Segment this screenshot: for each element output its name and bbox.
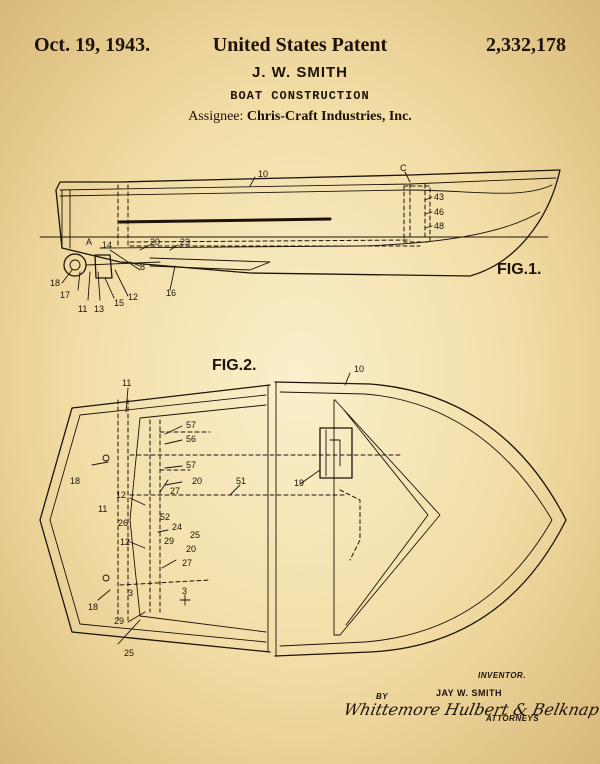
ref-fig1: 18 bbox=[50, 278, 60, 288]
ref-fig2: 52 bbox=[160, 512, 170, 522]
ref-fig2: 56 bbox=[186, 434, 196, 444]
fitting-cleat bbox=[102, 574, 110, 582]
bracket-19 bbox=[319, 427, 353, 479]
tank-dashed bbox=[403, 185, 431, 243]
patent-title: United States Patent bbox=[212, 34, 388, 56]
patent-number: 2,332,178 bbox=[486, 34, 566, 56]
ref-fig1: 15 bbox=[114, 298, 124, 308]
rub-rail bbox=[118, 217, 332, 224]
plan-foredeck bbox=[333, 399, 441, 636]
shaft-strut bbox=[85, 249, 161, 271]
attorney-signature: Whittemore Hulbert & Belknap bbox=[341, 700, 600, 719]
ref-fig2: 3 bbox=[128, 588, 133, 598]
chine-line bbox=[99, 211, 541, 249]
figure-1-label: FIG.1. bbox=[497, 261, 541, 278]
ref-fig1: 17 bbox=[60, 290, 70, 300]
ref-fig2: 57 bbox=[186, 420, 196, 430]
transom bbox=[61, 189, 71, 249]
ref-fig2: 20 bbox=[186, 544, 196, 554]
figure-2-label: FIG.2. bbox=[212, 357, 256, 374]
inventor-label: INVENTOR. bbox=[478, 671, 526, 680]
attorneys-label: ATTORNEYS bbox=[486, 714, 540, 723]
by-label: BY bbox=[376, 692, 389, 701]
fuel-line-dashed bbox=[117, 183, 426, 249]
ref-fig2: 24 bbox=[172, 522, 182, 532]
propeller-boss bbox=[69, 259, 81, 271]
figure-2-drawing bbox=[39, 372, 567, 657]
sheer-line bbox=[59, 184, 553, 197]
ref-fig2: 25 bbox=[124, 648, 134, 658]
ref-fig1: C bbox=[400, 163, 407, 173]
patent-date: Oct. 19, 1943. bbox=[34, 34, 151, 56]
ref-fig1: 46 bbox=[434, 207, 444, 217]
leader-lines-fig1 bbox=[61, 171, 433, 301]
ref-fig2: 51 bbox=[236, 476, 246, 486]
plan-cable-runs bbox=[117, 399, 401, 621]
ref-fig2: 29 bbox=[164, 536, 174, 546]
inventor-name: J. W. SMITH bbox=[251, 64, 348, 81]
ref-fig1: 12 bbox=[128, 292, 138, 302]
ref-fig1: A bbox=[86, 237, 92, 247]
ref-fig2: 12 bbox=[116, 490, 126, 500]
invention-title: BOAT CONSTRUCTION bbox=[230, 89, 370, 103]
ref-fig2: 18 bbox=[70, 476, 80, 486]
fitting-cleat bbox=[102, 454, 110, 462]
ref-fig1: 48 bbox=[434, 221, 444, 231]
assignee-label: Assignee: bbox=[188, 109, 244, 124]
ref-fig1: 43 bbox=[434, 192, 444, 202]
ref-fig2: 18 bbox=[88, 602, 98, 612]
ref-fig1: 8 bbox=[140, 262, 145, 272]
ref-fig2: 11 bbox=[122, 378, 131, 388]
plan-cockpit-left bbox=[129, 404, 267, 633]
ref-fig1: 10 bbox=[258, 169, 268, 179]
plan-hull-right-inner bbox=[279, 391, 553, 647]
ref-fig2: 57 bbox=[186, 460, 196, 470]
plan-seam bbox=[267, 382, 277, 657]
figure-1-drawing bbox=[39, 169, 561, 301]
assignee-line: Assignee: Chris-Craft Industries, Inc. bbox=[0, 109, 600, 125]
figure-1-refs: 10 C 43 46 48 A 14 20 23 8 18 17 11 13 1… bbox=[50, 163, 541, 314]
ref-fig1: 16 bbox=[166, 288, 176, 298]
ref-fig2: 27 bbox=[182, 558, 192, 568]
assignee-value: Chris-Craft Industries, Inc. bbox=[246, 109, 412, 124]
plan-hull-left-outer bbox=[39, 384, 271, 653]
ref-fig2: 25 bbox=[190, 530, 200, 540]
deck-line bbox=[59, 177, 557, 191]
ref-fig1: 20 bbox=[150, 237, 160, 247]
ref-fig2: 29 bbox=[114, 616, 124, 626]
ref-fig2: 12 bbox=[120, 537, 130, 547]
propeller-hub bbox=[63, 253, 87, 277]
leader-lines-fig2 bbox=[91, 372, 351, 645]
ref-fig2: 19 bbox=[294, 478, 304, 488]
ref-fig2: 3 bbox=[182, 586, 187, 596]
ref-fig2: 20 bbox=[192, 476, 202, 486]
ref-fig1: 14 bbox=[102, 240, 112, 250]
figure-2-refs: 10 11 57 56 57 20 51 18 12 27 19 11 26 5… bbox=[70, 357, 364, 658]
ref-fig2: 11 bbox=[98, 504, 107, 514]
rudder bbox=[94, 254, 113, 279]
hull-outline bbox=[55, 169, 561, 277]
ref-fig1: 13 bbox=[94, 304, 104, 314]
ref-fig1: 11 bbox=[78, 304, 87, 314]
plan-hull-left-inner bbox=[49, 394, 267, 643]
plan-hull-right-outer bbox=[274, 381, 567, 657]
ref-fig2: 10 bbox=[354, 364, 364, 374]
inventor-full-name: JAY W. SMITH bbox=[436, 688, 503, 698]
ref-fig1: 23 bbox=[180, 237, 190, 247]
ref-fig2: 26 bbox=[118, 518, 128, 528]
keel-fin bbox=[149, 257, 271, 271]
ref-fig2: 27 bbox=[170, 486, 180, 496]
plus-fitting bbox=[179, 594, 191, 606]
bracket-19-detail bbox=[325, 429, 341, 477]
